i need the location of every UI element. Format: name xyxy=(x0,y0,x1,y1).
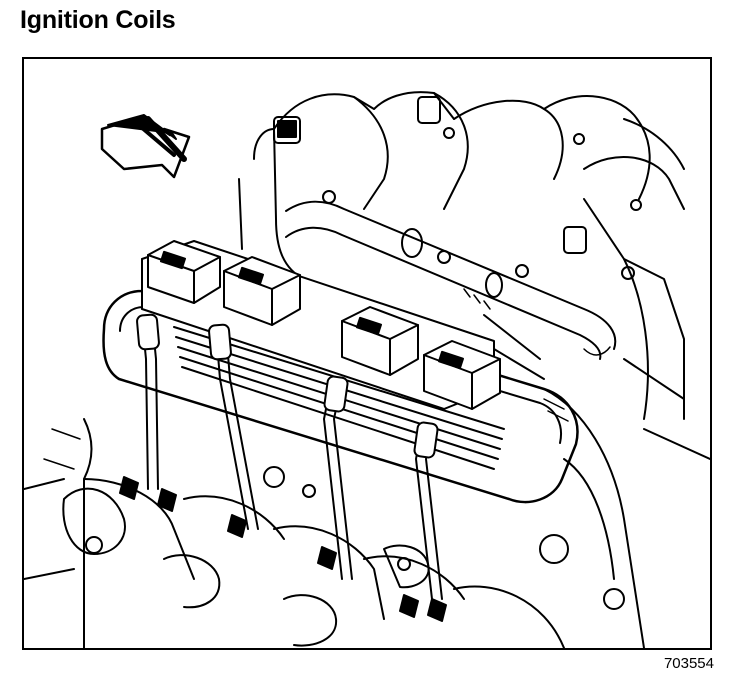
engine-block xyxy=(24,358,710,648)
crossover-tube xyxy=(285,200,617,380)
shading-details xyxy=(43,288,611,470)
intake-manifold xyxy=(238,91,685,420)
spark-plug-wires xyxy=(136,313,443,600)
engine-illustration xyxy=(24,91,710,648)
illustration-frame xyxy=(22,57,712,650)
ignition-coils xyxy=(147,240,501,410)
direction-arrow-icon xyxy=(100,114,191,179)
page-title: Ignition Coils xyxy=(20,6,176,34)
ignition-coil xyxy=(147,240,221,304)
figure-id: 703554 xyxy=(663,655,714,672)
ignition-coil xyxy=(223,256,301,326)
spark-plugs xyxy=(119,476,447,622)
ignition-coil xyxy=(423,340,501,410)
ignition-coil xyxy=(341,306,419,376)
manifold-studs xyxy=(273,96,642,280)
